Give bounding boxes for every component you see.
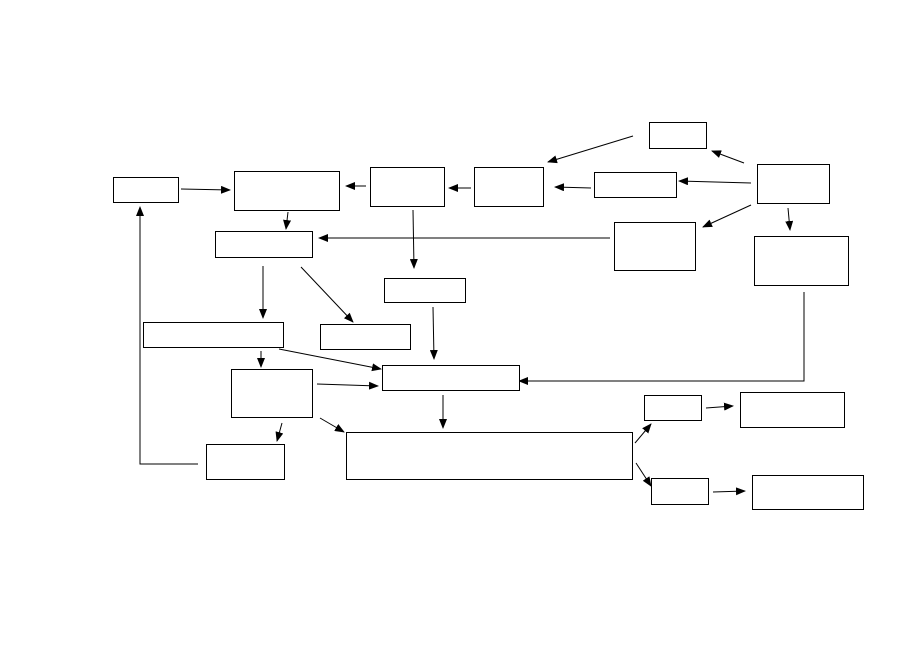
arrow-n12-to-n14 [278,348,382,372]
arrow-n16-to-n1 [136,206,198,465]
box-shape [231,369,313,418]
box-shape [215,231,313,258]
box-shape [740,392,845,428]
box-shape [370,167,445,207]
box-shape [234,171,340,211]
box-shape [644,395,702,421]
box-shape [384,278,466,303]
arrow-n3-to-n11 [409,209,418,269]
arrow-n6-to-n7 [711,150,745,164]
box-shape [320,324,411,350]
flowchart-box-n18 [644,395,702,421]
arrow-n17-to-n18 [634,423,652,444]
arrow-n1-to-n2 [180,185,231,194]
connector-layer [136,135,805,496]
arrow-n15-to-n16 [275,422,284,442]
arrow-n18-to-n20 [705,402,734,411]
flowchart-box-n4 [474,167,544,207]
arrow-n15-to-n17 [319,417,345,433]
flowchart-box-n20 [740,392,845,428]
arrow-n6-to-n9 [785,207,794,231]
box-shape [143,322,284,348]
flowchart-box-n1 [113,177,179,203]
flowchart-box-n8 [614,222,696,271]
arrow-n17-to-n19 [635,462,652,487]
flowchart-box-n14 [382,365,520,391]
box-shape [752,475,864,510]
flowchart-box-n7 [649,122,707,149]
node-layer [113,122,864,510]
arrow-n15-to-n14 [316,381,379,390]
arrow-n19-to-n21 [712,487,746,496]
box-shape [614,222,696,271]
box-shape [649,122,707,149]
flowchart-box-n5 [594,172,677,198]
box-shape [651,478,709,505]
flowchart-box-n12 [143,322,284,348]
arrow-n5-to-n4 [554,183,592,192]
arrow-n9-to-n14 [518,292,805,385]
box-shape [382,365,520,391]
flowchart-box-n11 [384,278,466,303]
box-shape [754,236,849,286]
flowchart-box-n16 [206,444,285,480]
box-shape [113,177,179,203]
flowchart-box-n10 [215,231,313,258]
box-shape [757,164,830,204]
box-shape [206,444,285,480]
arrow-n6-to-n8 [702,204,752,228]
arrow-n7-to-n4 [547,135,634,164]
box-shape [474,167,544,207]
arrow-n10-to-n13 [300,266,354,323]
arrow-n11-to-n14 [429,306,438,360]
box-shape [346,432,633,480]
flowchart-box-n13 [320,324,411,350]
flowchart-box-n2 [234,171,340,211]
flowchart-box-n3 [370,167,445,207]
flowchart-box-n17 [346,432,633,480]
arrow-n6-to-n5 [678,177,752,186]
flowchart-box-n6 [757,164,830,204]
flowchart-box-n15 [231,369,313,418]
arrow-n2-to-n10 [283,211,292,230]
flowchart-box-n19 [651,478,709,505]
flowchart-box-n21 [752,475,864,510]
flowchart-box-n9 [754,236,849,286]
box-shape [594,172,677,198]
